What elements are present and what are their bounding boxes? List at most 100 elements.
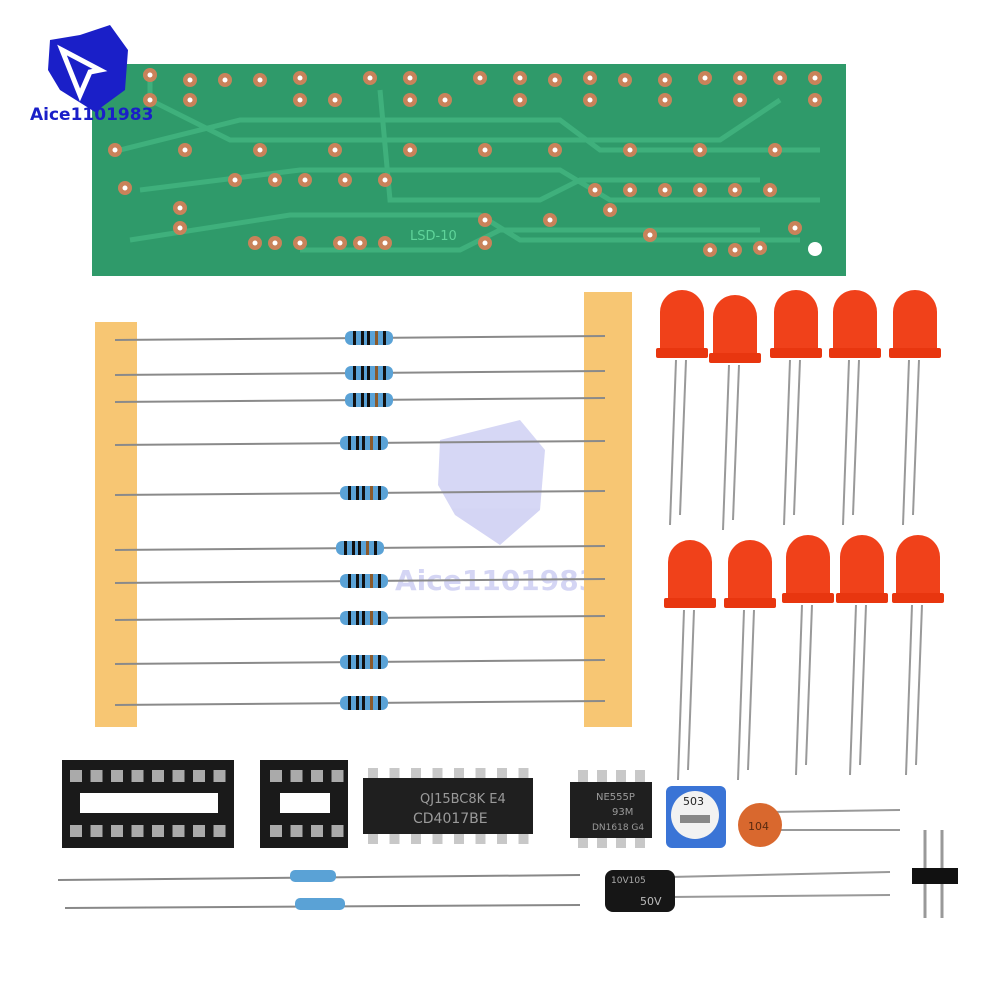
ic-pin — [475, 768, 486, 782]
ic-marking-line1: QJ15BC8K E4 — [420, 792, 506, 807]
ic-pin — [368, 768, 378, 782]
socket-contact — [111, 770, 123, 782]
socket-contact — [193, 825, 205, 837]
ic-pin — [389, 830, 400, 844]
cap-rating-label: 10V105 — [611, 876, 646, 886]
mounting-hole — [808, 242, 822, 256]
resistor — [114, 541, 606, 555]
resistor — [114, 611, 606, 625]
cap-label: 104 — [748, 820, 769, 833]
resistor-strip — [114, 331, 606, 710]
socket-contact — [331, 825, 344, 837]
ic-socket-8-pin — [260, 760, 348, 848]
ic-marking-line1: NE555P — [596, 792, 635, 803]
pcb-label: LSD-10 — [410, 229, 457, 244]
red-led — [829, 290, 881, 526]
red-led — [770, 290, 822, 526]
ic-pin — [578, 834, 588, 848]
socket-contact — [152, 825, 164, 837]
ic-pin — [635, 834, 645, 848]
socket-contact — [70, 825, 82, 837]
ic-cd4017: QJ15BC8K E4 CD4017BE — [363, 768, 533, 844]
socket-contact — [172, 770, 185, 782]
resistor-tape-right — [584, 292, 632, 727]
trimmer-potentiometer: 503 — [666, 786, 726, 848]
ic-pin — [597, 834, 607, 848]
resistor — [114, 574, 606, 588]
ic-pin — [411, 830, 421, 844]
red-led — [892, 535, 944, 776]
ic-socket-16-pin — [62, 760, 234, 848]
red-led — [836, 535, 888, 776]
ceramic-capacitor: 104 — [738, 803, 901, 847]
socket-contact — [172, 825, 185, 837]
resistor — [114, 393, 606, 407]
resistor — [114, 331, 606, 345]
ic-pin — [616, 770, 626, 784]
ic-pin — [432, 768, 443, 782]
resistor — [114, 696, 606, 710]
resistor-tape-left — [95, 322, 137, 727]
ic-ne555: NE555P 93M DN1618 G4 — [570, 770, 652, 848]
red-led — [656, 290, 708, 526]
socket-contact — [290, 825, 303, 837]
ic-pin — [616, 834, 626, 848]
ic-pin — [389, 768, 400, 782]
ic-marking-line2: CD4017BE — [413, 811, 488, 827]
loose-resistors — [57, 870, 581, 910]
ic-pin — [497, 768, 507, 782]
red-led — [889, 290, 941, 526]
socket-contact — [193, 770, 205, 782]
ic-marking-line3: DN1618 G4 — [592, 823, 644, 833]
socket-contact — [111, 825, 123, 837]
logo-arrow-icon — [57, 44, 108, 102]
resistor — [114, 366, 606, 380]
ic-pin — [518, 768, 529, 782]
resistor — [114, 436, 606, 450]
socket-contact — [311, 825, 323, 837]
ic-pin — [475, 830, 486, 844]
red-led — [724, 540, 776, 781]
ic-pin — [432, 830, 443, 844]
resistor — [114, 486, 606, 500]
red-led — [664, 540, 716, 781]
ic-pin — [635, 770, 645, 784]
socket-contact — [90, 825, 103, 837]
ic-pin — [368, 830, 378, 844]
socket-contact — [331, 770, 344, 782]
socket-contact — [270, 770, 282, 782]
brand-logo: Aice1101983 — [30, 25, 153, 125]
ic-marking-line2: 93M — [612, 807, 633, 818]
pcb-pads — [108, 68, 822, 257]
socket-contact — [290, 770, 303, 782]
watermark-shield-icon — [438, 420, 545, 545]
ic-pin — [411, 768, 421, 782]
led-set — [656, 290, 944, 781]
pot-label: 503 — [683, 795, 704, 808]
red-led — [782, 535, 834, 776]
socket-contact — [90, 770, 103, 782]
ic-pin — [597, 770, 607, 784]
socket-contact — [131, 825, 144, 837]
red-led — [709, 295, 761, 531]
watermark: Aice1101983 — [395, 420, 598, 597]
cap-voltage-label: 50V — [640, 895, 662, 908]
pin-header — [912, 830, 958, 918]
ic-pin — [578, 770, 588, 784]
logo-text: Aice1101983 — [30, 105, 153, 125]
socket-contact — [131, 770, 144, 782]
socket-contact — [213, 825, 226, 837]
ic-pin — [497, 830, 507, 844]
socket-contact — [311, 770, 323, 782]
pcb-board: LSD-10 — [92, 64, 846, 276]
ic-pin — [454, 830, 464, 844]
resistor — [114, 655, 606, 669]
ic-pin — [518, 830, 529, 844]
socket-contact — [70, 770, 82, 782]
logo-shield-icon — [48, 25, 128, 112]
ic-pin — [454, 768, 464, 782]
socket-contact — [152, 770, 164, 782]
socket-contact — [213, 770, 226, 782]
electrolytic-capacitor: 10V105 50V — [605, 870, 891, 912]
